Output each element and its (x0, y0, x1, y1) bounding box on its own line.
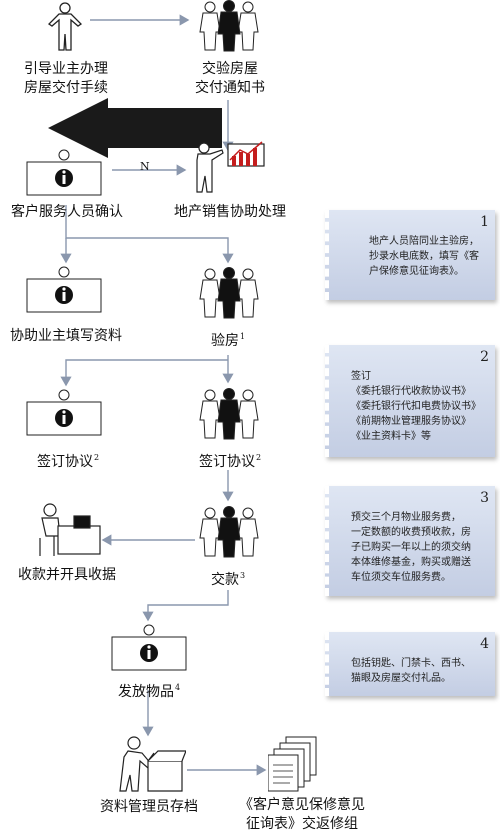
group-people-icon (198, 388, 260, 440)
person-icon (45, 2, 85, 52)
arrow-pay-to-issue (142, 590, 229, 622)
note-2: 2 签订《委托银行代收款协议书》《委托银行代扣电费协议书》《前期物业管理服务协议… (325, 345, 495, 457)
service-desk-info-icon (25, 148, 103, 196)
arrow-to-sign-left (60, 359, 228, 387)
node-archive-label: 资料管理员存档 (100, 799, 198, 815)
archive-box-icon (114, 735, 187, 793)
note-text: 预交三个月物业服务费，一定数额的收费预收款，房子已购买一年以上的须交纳本体维修基… (351, 512, 471, 583)
note-number: 1 (480, 214, 489, 230)
big-return-arrow (48, 98, 222, 158)
group-people-icon (198, 267, 260, 319)
node-guide-label: 引导业主办理房屋交付手续 (24, 61, 108, 96)
service-desk-info-icon (25, 388, 103, 436)
node-pay-label: 交款3 (210, 571, 246, 588)
sales-presenter-icon (188, 140, 268, 195)
node-sign-left-label: 签订协议2 (36, 453, 100, 470)
arrow-confirm-to-inspect (65, 205, 234, 264)
service-desk-info-icon (25, 265, 103, 313)
note-3: 3 预交三个月物业服务费，一定数额的收费预收款，房子已购买一年以上的须交纳本体维… (325, 486, 495, 596)
node-fill-info-label: 协助业主填写资料 (10, 328, 122, 344)
node-inspect-notice-label: 交验房屋交付通知书 (195, 61, 265, 96)
node-cs-confirm-label: 客户服务人员确认 (11, 204, 123, 220)
note-number: 3 (480, 490, 489, 506)
note-text: 包括钥匙、门禁卡、西书、猫眼及房屋交付礼品。 (351, 658, 471, 684)
node-issue-label: 发放物品4 (117, 683, 181, 700)
cashier-desk-icon (36, 502, 102, 560)
note-text: 签订《委托银行代收款协议书》《委托银行代扣电费协议书》《前期物业管理服务协议》《… (351, 371, 481, 442)
documents-stack-icon (267, 735, 320, 793)
node-sales-help-label: 地产销售协助处理 (174, 204, 286, 220)
service-desk-info-icon (110, 623, 188, 671)
note-1: 1 地产人员陪同业主验房，抄录水电底数，填写《客户保修意见征询表》。 (325, 210, 495, 300)
node-return-form-label: 《客户意见保修意见征询表》交返修组 (239, 797, 365, 832)
note-number: 4 (480, 636, 489, 652)
node-sign-right-label: 签订协议2 (198, 453, 262, 470)
group-people-icon (198, 506, 260, 558)
note-4: 4 包括钥匙、门禁卡、西书、猫眼及房屋交付礼品。 (325, 632, 495, 696)
note-number: 2 (480, 349, 489, 365)
group-people-icon (198, 0, 260, 52)
node-collect-label: 收款并开具收据 (18, 567, 116, 583)
node-house-inspect-label: 验房1 (210, 332, 246, 349)
edge-label-no: N (140, 160, 150, 173)
note-text: 地产人员陪同业主验房，抄录水电底数，填写《客户保修意见征询表》。 (369, 236, 479, 277)
